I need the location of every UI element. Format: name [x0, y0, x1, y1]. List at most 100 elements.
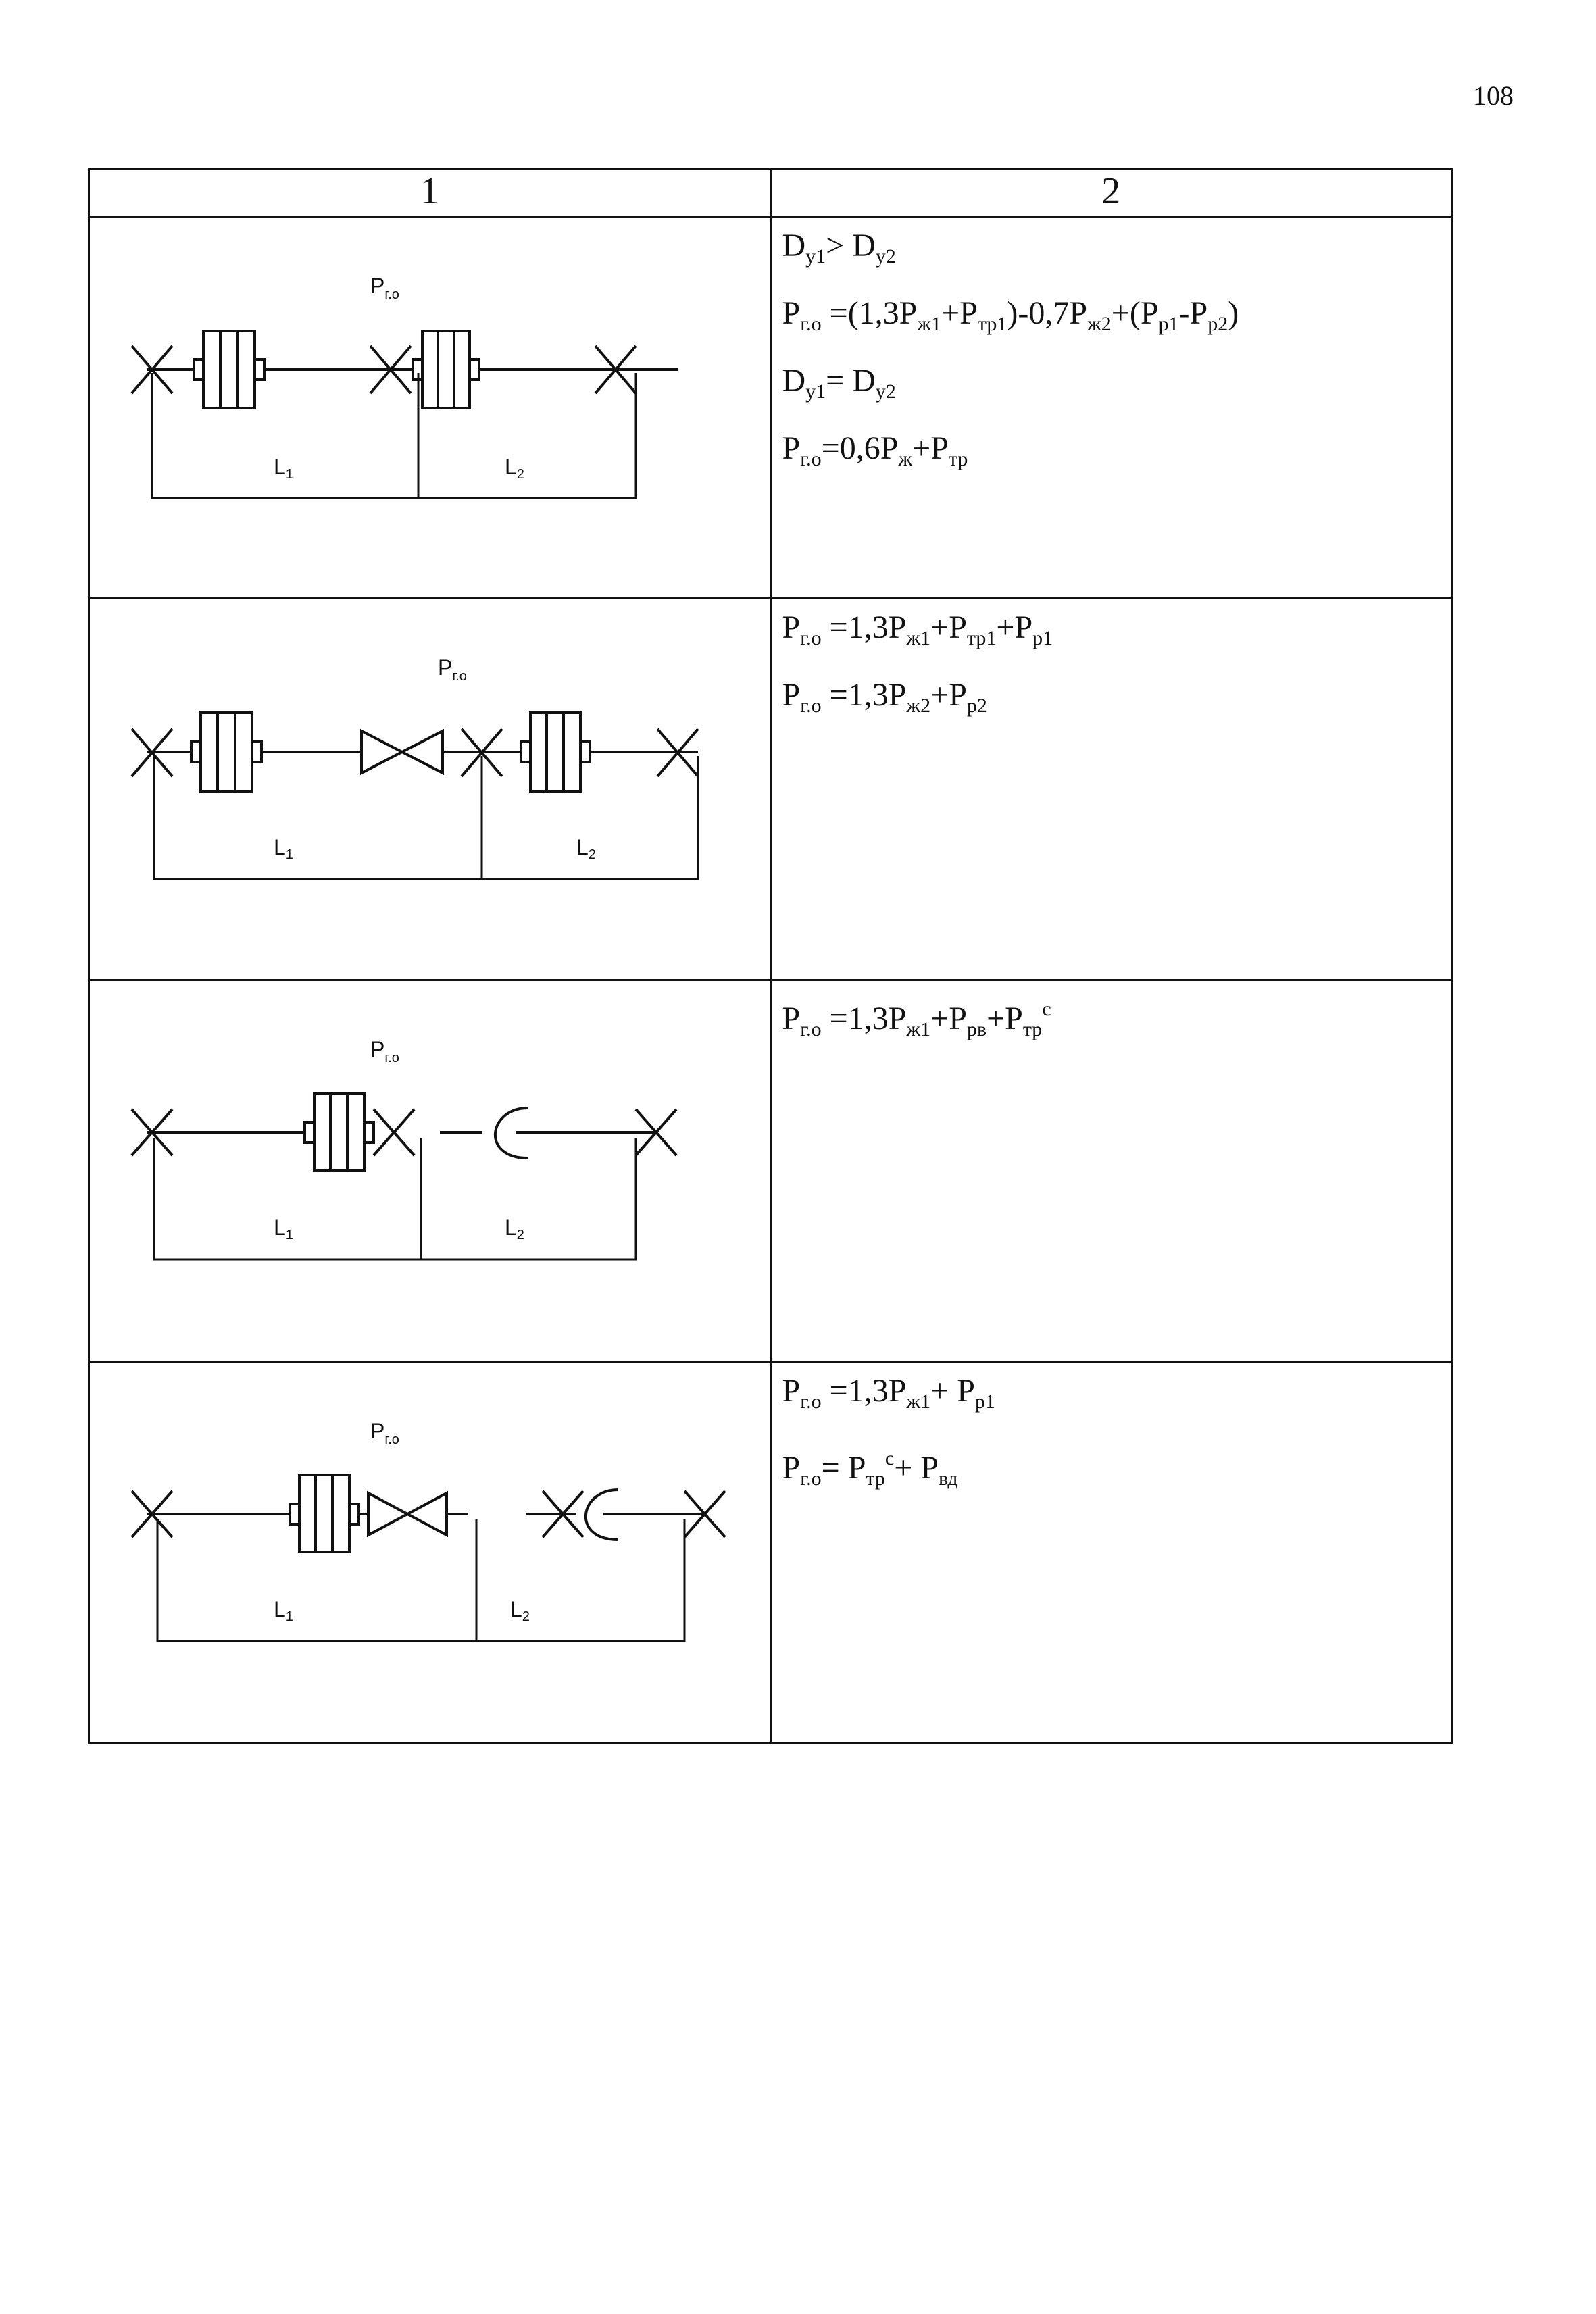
formula-text: + P: [930, 1373, 975, 1409]
formula-subscript: р1: [974, 1390, 995, 1413]
fixed-support-icon: [683, 1490, 726, 1538]
formula-subscript: г.о: [800, 695, 822, 717]
formula-line: Dy1> Dy2: [782, 218, 1451, 285]
page-number: 108: [1473, 80, 1514, 111]
formula-subscript: г.о: [800, 448, 822, 470]
formula-text: D: [782, 228, 806, 263]
formula-text: +P: [912, 430, 949, 466]
fixed-support-icon: [372, 1108, 416, 1157]
formula-subscript: тр1: [977, 313, 1007, 335]
formula-line: Pг.о =1,3Pж1+Pтр1+Pр1: [782, 599, 1451, 667]
formula-text: P: [782, 430, 801, 466]
formula-subscript: р2: [1207, 313, 1228, 335]
formula-text: +P: [996, 609, 1033, 645]
table-row: Pг.о L1 L2: [88, 1361, 1453, 1744]
formula-superscript: с: [1042, 998, 1051, 1020]
formula-text: =1,3P: [821, 1001, 907, 1036]
table-header-row: 1 2: [88, 168, 1453, 218]
formula-text: -P: [1178, 295, 1208, 331]
dimension-lines: [156, 1519, 686, 1642]
valve-icon: [360, 728, 444, 776]
formula-text: = D: [826, 363, 876, 399]
formula-text: =1,3P: [821, 609, 907, 645]
formula-text: +P: [930, 609, 967, 645]
formula-subscript: y2: [875, 245, 896, 268]
formula-subscript: ж2: [1087, 313, 1112, 335]
formula-superscript: с: [884, 1447, 895, 1469]
fixed-support-icon: [460, 728, 503, 778]
formula-cell-3: Pг.о =1,3Pж1+Pрв+Pтрс: [769, 979, 1453, 1363]
formula-subscript: р2: [966, 695, 987, 717]
formula-subscript: ж2: [906, 695, 931, 717]
compensator-icon: [190, 711, 263, 793]
dimension-lines: [153, 756, 699, 880]
pipeline-scheme-2: Pг.о: [130, 655, 699, 880]
table-row: Pг.о: [88, 597, 1453, 981]
formula-line: Pг.о =(1,3Pж1+Pтр1)-0,7Pж2+(Pр1-Pр2): [782, 285, 1451, 353]
compensator-icon: [289, 1474, 360, 1553]
formula-subscript: г.о: [800, 1390, 822, 1413]
formula-text: +(P: [1111, 295, 1159, 331]
formula-subscript: ж1: [906, 1018, 931, 1040]
formula-cell-1: Dy1> Dy2 Pг.о =(1,3Pж1+Pтр1)-0,7Pж2+(Pр1…: [769, 216, 1453, 599]
formula-cell-4: Pг.о =1,3Pж1+ Pр1 Pг.о= Pтрс+ Pвд: [769, 1361, 1453, 1744]
schemes-table: 1 2 Pг.о: [88, 168, 1453, 1744]
fixed-support-icon: [656, 728, 699, 778]
table-row: Pг.о: [88, 216, 1453, 599]
valve-icon: [367, 1490, 448, 1538]
formula-subscript: г.о: [800, 313, 822, 335]
compensator-icon: [520, 711, 591, 793]
formula-subscript: тр1: [966, 627, 997, 649]
formula-text: P: [782, 1373, 801, 1409]
formula-text: )-0,7P: [1007, 295, 1088, 331]
fixed-support-icon: [130, 1490, 174, 1538]
column-header-2: 2: [769, 168, 1453, 218]
formula-subscript: тр: [866, 1467, 885, 1490]
fixed-support-icon: [130, 345, 174, 395]
force-label: Pг.о: [370, 274, 399, 302]
compensator-icon: [412, 330, 480, 409]
formula-subscript: ж1: [906, 1390, 931, 1413]
fixed-support-icon: [130, 1108, 174, 1157]
formula-text: P: [782, 1001, 801, 1036]
formula-text: +P: [930, 1001, 967, 1036]
scheme-diagram-4: Pг.о L1 L2: [88, 1361, 772, 1744]
scheme-diagram-1: Pг.о: [88, 216, 772, 599]
formula-subscript: y2: [875, 380, 896, 403]
table-row: Pг.о L1 L2 Pг.о: [88, 979, 1453, 1363]
length-label-l2: L2: [510, 1597, 530, 1624]
compensator-icon: [303, 1092, 375, 1172]
formula-text: =1,3P: [821, 1373, 907, 1409]
fixed-support-icon: [130, 728, 174, 778]
bend-icon: [584, 1488, 619, 1541]
length-label-l1: L1: [274, 1597, 293, 1624]
formula-text: +P: [941, 295, 978, 331]
formula-text: P: [782, 1450, 801, 1486]
length-label-l1: L1: [274, 455, 293, 482]
scheme-diagram-2: Pг.о: [88, 597, 772, 981]
formula-subscript: ж1: [917, 313, 942, 335]
force-label: Pг.о: [438, 655, 467, 684]
formula-line: Pг.о= Pтрс+ Pвд: [782, 1430, 1451, 1507]
fixed-support-icon: [634, 1108, 678, 1157]
formula-subscript: y1: [805, 380, 826, 403]
fixed-support-icon: [369, 345, 412, 395]
force-label: Pг.о: [370, 1419, 399, 1447]
formula-subscript: р1: [1032, 627, 1053, 649]
force-label: Pг.о: [370, 1037, 399, 1065]
formula-subscript: тр: [1022, 1018, 1043, 1040]
formula-text: =0,6P: [821, 430, 899, 466]
formula-subscript: г.о: [800, 1467, 822, 1490]
formula-line: Pг.о=0,6Pж+Pтр: [782, 420, 1451, 488]
formula-subscript: р1: [1158, 313, 1179, 335]
formula-cell-2: Pг.о =1,3Pж1+Pтр1+Pр1 Pг.о =1,3Pж2+Pр2: [769, 597, 1453, 981]
column-header-1: 1: [88, 168, 772, 218]
length-label-l2: L2: [576, 835, 596, 862]
formula-subscript: рв: [966, 1018, 987, 1040]
pipeline-scheme-4: Pг.о L1 L2: [130, 1419, 726, 1642]
formula-line: Pг.о =1,3Pж2+Pр2: [782, 667, 1451, 734]
formula-text: P: [782, 609, 801, 645]
formula-text: D: [782, 363, 806, 399]
formula-subscript: вд: [938, 1467, 958, 1490]
fixed-support-icon: [594, 345, 637, 395]
